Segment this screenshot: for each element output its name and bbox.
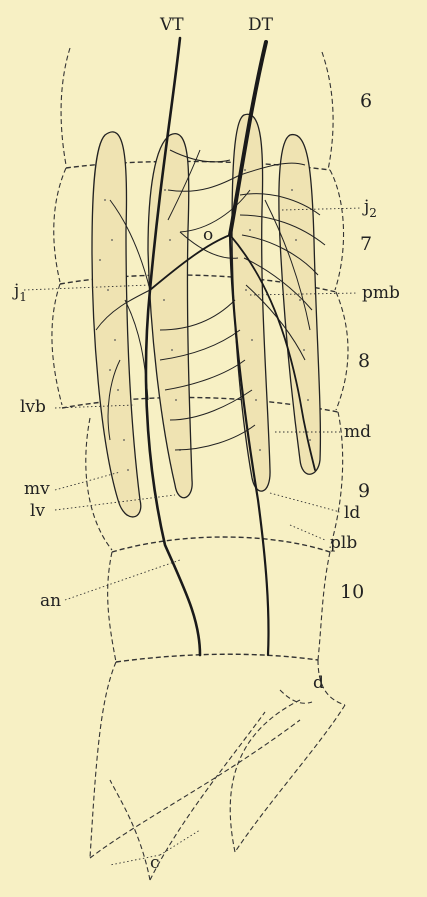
an-label: an — [40, 591, 61, 611]
md-label: md — [344, 422, 371, 442]
j1-label: j1 — [12, 281, 27, 304]
lvb-label: lvb — [20, 397, 46, 417]
ld-label: ld — [344, 503, 360, 523]
organ-lobe-right-outer — [279, 135, 321, 475]
dorsal-trunk-label: DT — [248, 15, 274, 35]
o-label: o — [203, 225, 213, 245]
organ-lobes — [92, 114, 320, 517]
organ-lobe-left-outer — [92, 132, 141, 517]
segment-8-label: 8 — [358, 350, 370, 372]
segment-9-label: 9 — [358, 480, 370, 502]
d-label: d — [313, 673, 324, 693]
segment-7-label: 7 — [360, 233, 372, 255]
segment-6-label: 6 — [360, 90, 372, 112]
ventral-trunk-label: VT — [159, 15, 184, 35]
lv-label: lv — [30, 501, 45, 521]
c-label: c — [150, 853, 160, 873]
pmb-label: pmb — [362, 283, 400, 303]
plb-label: plb — [330, 533, 357, 553]
mv-label: mv — [24, 479, 50, 499]
organ-lobe-left-inner — [148, 134, 192, 498]
segment-10-label: 10 — [340, 581, 364, 603]
j2-label: j2 — [362, 197, 377, 220]
